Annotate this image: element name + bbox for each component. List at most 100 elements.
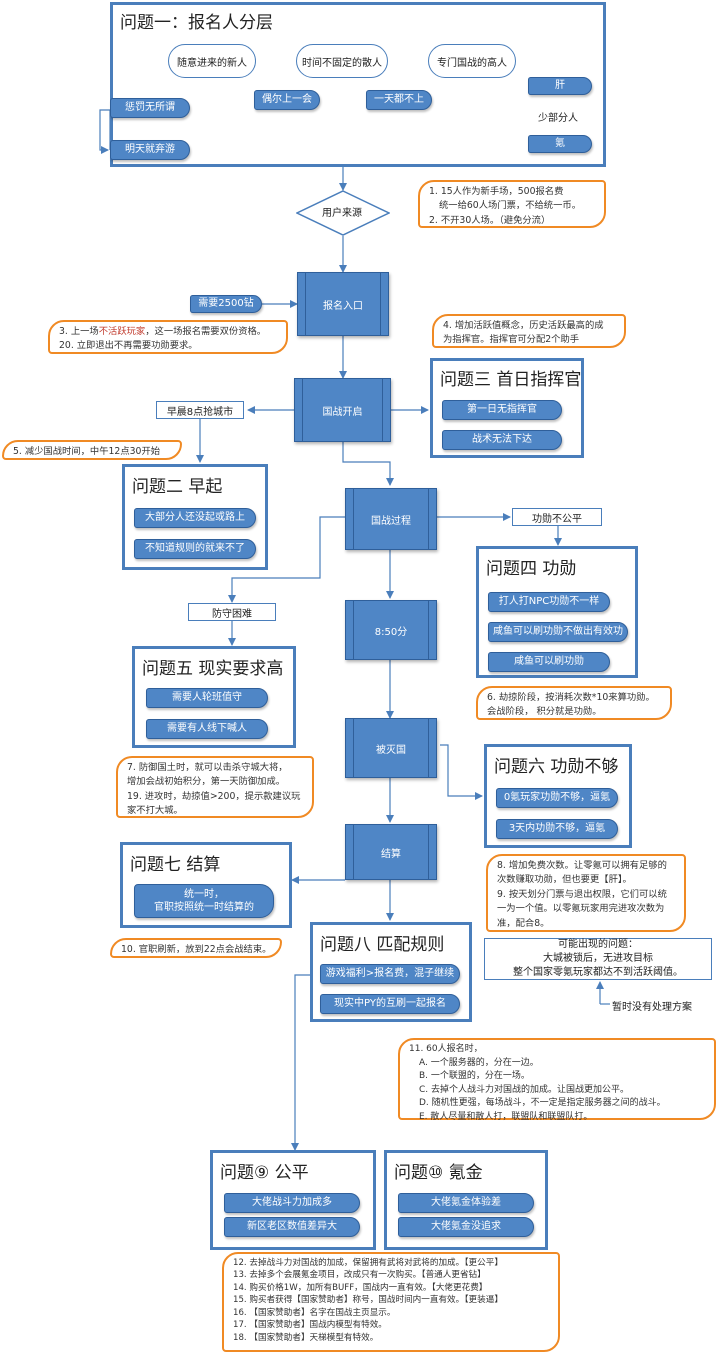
note-7-line: 增加会战初始积分，第一天防御加成。 xyxy=(127,776,286,788)
never-box: 一天都不上 xyxy=(366,90,432,110)
time-850-process: 8:50分 xyxy=(345,600,437,660)
problem4-item-1: 打人打NPC功勋不一样 xyxy=(488,592,610,612)
note-11-line: B. 一个联盟的，分在一场。 xyxy=(419,1071,530,1081)
note-5-line: 5. 减少国战时间，中午12点30开始 xyxy=(13,446,161,457)
note-8-line: 次数赚取功勋，但也要更【肝】。 xyxy=(497,874,632,886)
possible-line: 整个国家零氪玩家都达不到活跃阈值。 xyxy=(513,967,683,978)
problem8-item-1: 游戏福利>报名费，混子继续 xyxy=(320,964,460,984)
problem8-item-2: 现实中PY的互刷一起报名 xyxy=(320,994,460,1014)
note-11-line: D. 随机性更强，每场战斗，不一定是指定服务器之间的战斗。 xyxy=(419,1098,666,1108)
sometimes-box: 偶尔上一会 xyxy=(254,90,320,110)
casual-player-oval: 时间不固定的散人 xyxy=(296,44,388,78)
war-process-process: 国战过程 xyxy=(345,488,437,550)
note-1: 1. 15人作为新手场，500报名费 统一给60人场门票，不给统一币。 2. 不… xyxy=(418,180,606,228)
problem3-item-1: 第一日无指挥官 xyxy=(442,400,562,420)
note-6: 6. 劫掠阶段，按消耗次数*10来算功勋。 会战阶段， 积分就是功勋。 xyxy=(476,686,672,720)
note-6-line: 会战阶段， 积分就是功勋。 xyxy=(487,706,602,718)
note-1-line: 统一给60人场门票，不给统一币。 xyxy=(439,200,581,212)
note-12-line: 16. 【国家赞助者】名字在国战主页显示。 xyxy=(233,1307,396,1318)
note-3-line: 3. 上一场不活跃玩家，这一场报名需要双份资格。 xyxy=(59,326,267,337)
note-10: 10. 官职刷新，放到22点会战结束。 xyxy=(110,938,282,958)
note-12-line: 14. 购买价格1W，加所有BUFF，国战内一直有效。【大佬更花费】 xyxy=(233,1282,488,1293)
note-11-line: 11. 60人报名时， xyxy=(409,1044,483,1054)
early-grab-box: 早晨8点抢城市 xyxy=(156,401,244,419)
krypton-box: 氪 xyxy=(528,135,592,153)
note-1-line: 1. 15人作为新手场，500报名费 xyxy=(429,186,564,197)
note-4: 4. 增加活跃值概念，历史活跃最高的成 为指挥官。指挥官可分配2个助手 xyxy=(432,314,626,348)
note-11: 11. 60人报名时， A. 一个服务器的，分在一边。 B. 一个联盟的，分在一… xyxy=(398,1038,716,1122)
note-8-line: 一为一个值。以零氪玩家用完进攻次数为 xyxy=(497,903,665,915)
war-start-process: 国战开启 xyxy=(294,378,391,442)
problem2-item-1: 大部分人还没起或路上 xyxy=(134,508,256,528)
note-8-line: 8. 增加免费次数。让零氪可以拥有足够的 xyxy=(497,860,667,871)
problem7-item: 统一时， 官职按照统一时结算的 xyxy=(134,884,274,918)
grind-box: 肝 xyxy=(528,77,592,95)
problem9-title: 问题⑨ 公平 xyxy=(220,1163,309,1183)
note-12: 12. 去掉战斗力对国战的加成，保留拥有武将对武将的加成。【更公平】 13. 去… xyxy=(222,1252,560,1352)
expert-player-oval: 专门国战的高人 xyxy=(428,44,516,78)
note-11-line: A. 一个服务器的，分在一边。 xyxy=(419,1057,539,1068)
problem1-title: 问题一：报名人分层 xyxy=(120,13,273,33)
note-8: 8. 增加免费次数。让零氪可以拥有足够的 次数赚取功勋，但也要更【肝】。 9. … xyxy=(486,854,686,932)
problem2-item-2: 不知道规则的就来不了 xyxy=(134,539,256,559)
problem9-item-2: 新区老区数值差异大 xyxy=(224,1217,360,1237)
note-7-line: 7. 防御国土时，就可以击杀守城大将， xyxy=(127,762,288,773)
problem7-item-line2: 官职按照统一时结算的 xyxy=(154,902,254,913)
note-7: 7. 防御国土时，就可以击杀守城大将， 增加会战初始积分，第一天防御加成。 19… xyxy=(116,756,314,818)
user-source-diamond xyxy=(296,190,390,236)
note-11-line: C. 去掉个人战斗力对国战的加成。让国战更加公平。 xyxy=(419,1084,630,1095)
inactive-player-highlight: 不活跃玩家 xyxy=(98,326,146,337)
problem5-title: 问题五 现实要求高 xyxy=(142,659,284,679)
possible-problems-box: 可能出现的问题： 大城被锁后，无进攻目标 整个国家零氪玩家都达不到活跃阈值。 xyxy=(484,938,712,980)
problem5-item-1: 需要人轮班值守 xyxy=(146,688,268,708)
problem10-item-1: 大佬氪金体验差 xyxy=(398,1193,534,1213)
note-7-line: 19. 进攻时，劫掠值>200，提示款建议玩 xyxy=(127,790,301,802)
note-12-line: 12. 去掉战斗力对国战的加成，保留拥有武将对武将的加成。【更公平】 xyxy=(233,1258,503,1268)
problem10-title: 问题⑩ 氪金 xyxy=(394,1163,483,1183)
note-8-line: 准，配合8。 xyxy=(497,917,550,929)
note-3-line: 20. 立即退出不再需要功勋要求。 xyxy=(59,340,198,352)
few-people-label: 少部分人 xyxy=(538,113,578,124)
settle-process: 结算 xyxy=(345,824,437,880)
defense-hard-box: 防守困难 xyxy=(188,603,276,621)
new-player-oval: 随意进来的新人 xyxy=(168,44,256,78)
note-11-line: E. 散人尽量和散人打，联盟队和联盟队打。 xyxy=(419,1111,593,1122)
destroyed-process: 被灭国 xyxy=(345,718,437,778)
problem3-item-2: 战术无法下达 xyxy=(442,430,562,450)
need-fee-box: 需要2500钻 xyxy=(190,295,262,313)
problem6-title: 问题六 功勋不够 xyxy=(494,757,619,777)
possible-line: 可能出现的问题： xyxy=(558,939,638,950)
punish-box: 惩罚无所谓 xyxy=(110,98,190,118)
note-5: 5. 减少国战时间，中午12点30开始 xyxy=(2,440,182,460)
problem2-title: 问题二 早起 xyxy=(132,477,223,497)
note-4-line: 为指挥官。指挥官可分配2个助手 xyxy=(443,334,580,346)
problem10-item-2: 大佬氪金没追求 xyxy=(398,1217,534,1237)
problem4-item-3: 咸鱼可以刷功勋 xyxy=(488,652,610,672)
problem6-item-2: 3天内功勋不够，逼氪 xyxy=(496,819,618,839)
note-3: 3. 上一场不活跃玩家，这一场报名需要双份资格。 20. 立即退出不再需要功勋要… xyxy=(48,320,288,354)
problem1-frame xyxy=(110,2,606,167)
problem7-title: 问题七 结算 xyxy=(130,855,221,875)
note-12-line: 18. 【国家赞助者】天梯模型有特效。 xyxy=(233,1332,379,1343)
note-12-line: 17. 【国家赞助者】国战内模型有特效。 xyxy=(233,1320,387,1331)
note-6-line: 6. 劫掠阶段，按消耗次数*10来算功勋。 xyxy=(487,692,655,703)
signup-entry-process: 报名入口 xyxy=(297,272,389,336)
possible-line: 大城被锁后，无进攻目标 xyxy=(543,953,653,964)
user-source-label: 用户来源 xyxy=(322,208,362,219)
problem4-title: 问题四 功勋 xyxy=(486,559,577,579)
no-solution-label: 暂时没有处理方案 xyxy=(612,1002,692,1013)
note-1-line: 2. 不开30人场。（避免分流） xyxy=(429,214,551,226)
quit-box: 明天就弃游 xyxy=(110,140,190,160)
problem4-item-2: 咸鱼可以刷功勋不做出有效功 xyxy=(488,622,628,642)
problem7-item-line1: 统一时， xyxy=(184,888,224,900)
merit-unfair-box: 功勋不公平 xyxy=(512,508,602,526)
problem6-item-1: 0氪玩家功勋不够，逼氪 xyxy=(496,788,618,808)
note-12-line: 15. 购买者获得【国家赞助者】称号，国战时间内一直有效。【更装逼】 xyxy=(233,1295,503,1306)
note-12-line: 13. 去掉多个会展氪金项目，改成只有一次购买。【普通人更省钻】 xyxy=(233,1270,486,1281)
note-8-line: 9. 按天划分门票与退出权限，它们可以统 xyxy=(497,888,667,900)
problem8-title: 问题八 匹配规则 xyxy=(320,935,445,955)
problem3-title: 问题三 首日指挥官 xyxy=(440,370,582,390)
note-4-line: 4. 增加活跃值概念，历史活跃最高的成 xyxy=(443,320,604,331)
problem5-item-2: 需要有人线下喊人 xyxy=(146,719,268,739)
note-7-line: 家不打大城。 xyxy=(127,805,183,817)
